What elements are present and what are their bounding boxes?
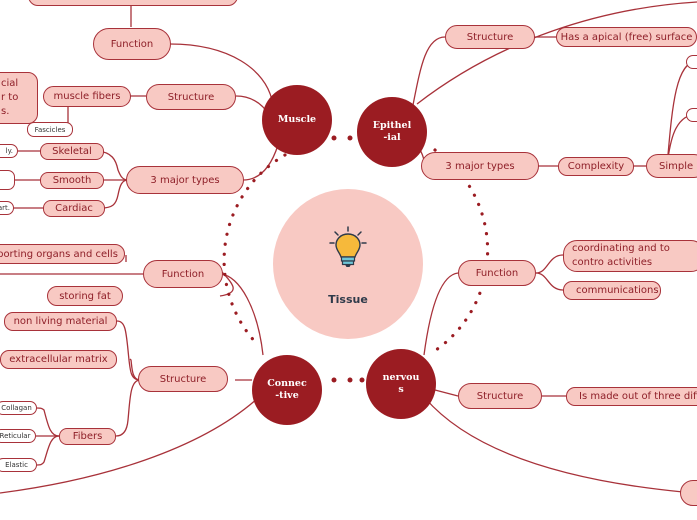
three-parts-node[interactable]: Is made out of three diffe: [566, 387, 697, 406]
hub-nervous[interactable]: nervou s: [366, 349, 436, 419]
reticular-tag[interactable]: Reticular: [0, 429, 36, 443]
matrix-node[interactable]: extracellular matrix: [0, 350, 117, 369]
central-topic[interactable]: Tissue: [273, 189, 423, 339]
fascicles-tag[interactable]: Fascicles: [27, 122, 73, 137]
hub-epithelial[interactable]: Epithel -ial: [357, 97, 427, 167]
nervous-cutoff-node[interactable]: [680, 480, 697, 506]
supporting-node[interactable]: porting organs and cells: [0, 244, 125, 264]
coordinating-node[interactable]: coordinating and to contro activities: [563, 240, 697, 272]
muscle-fibers-node[interactable]: muscle fibers: [43, 86, 131, 107]
elastic-tag[interactable]: Elastic: [0, 458, 37, 472]
connective-structure-node[interactable]: Structure: [138, 366, 228, 392]
muscle-types-node[interactable]: 3 major types: [126, 166, 244, 194]
fibers-node[interactable]: Fibers: [59, 428, 116, 445]
central-topic-label: Tissue: [328, 293, 368, 306]
epithelial-types-node[interactable]: 3 major types: [421, 152, 539, 180]
simple-subnode-1[interactable]: [686, 55, 697, 69]
simple-node[interactable]: Simple: [646, 154, 697, 178]
communications-node[interactable]: communications: [563, 281, 661, 300]
cardiac-node[interactable]: Cardiac: [43, 200, 105, 217]
apical-surface-node[interactable]: Has a apical (free) surface: [556, 27, 697, 47]
hub-muscle[interactable]: Muscle: [262, 85, 332, 155]
smooth-node[interactable]: Smooth: [40, 172, 104, 189]
simple-subnode-2[interactable]: [686, 108, 697, 122]
nervous-structure-node[interactable]: Structure: [458, 383, 542, 409]
muscle-structure-node[interactable]: Structure: [146, 84, 236, 110]
collagen-tag[interactable]: Collagan: [0, 401, 37, 415]
muscle-fiber-note-text: cial r to s.: [1, 78, 19, 117]
muscle-function-node[interactable]: Function: [93, 28, 171, 60]
skeletal-node[interactable]: Skeletal: [40, 143, 104, 160]
cardiac-note-tag[interactable]: art.: [0, 201, 14, 215]
epithelial-structure-node[interactable]: Structure: [445, 25, 535, 49]
hub-connective[interactable]: Connec -tive: [252, 355, 322, 425]
complexity-node[interactable]: Complexity: [558, 157, 634, 176]
connective-function-node[interactable]: Function: [143, 260, 223, 288]
non-living-node[interactable]: non living material: [4, 312, 117, 331]
muscle-top-cutoff-node[interactable]: [28, 0, 238, 6]
lightbulb-icon: [329, 226, 367, 267]
skeletal-note-tag[interactable]: ly.: [0, 144, 18, 158]
nervous-function-node[interactable]: Function: [458, 260, 536, 286]
smooth-note-tag[interactable]: [0, 170, 15, 190]
storing-fat-node[interactable]: storing fat: [47, 286, 123, 306]
muscle-fiber-note[interactable]: cial r to s.: [0, 72, 38, 124]
